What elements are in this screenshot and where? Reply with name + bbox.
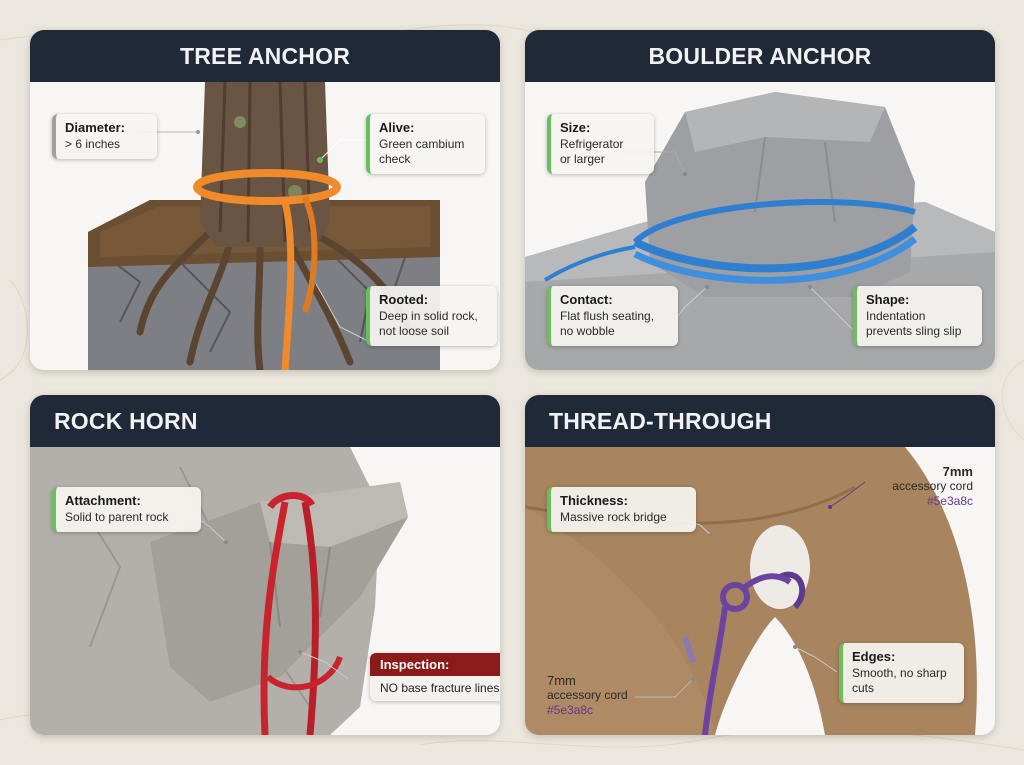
edges-callout-title: Edges: xyxy=(852,649,896,664)
rock-horn-title: ROCK HORN xyxy=(30,395,500,447)
alive-callout-title: Alive: xyxy=(379,120,415,135)
rooted-callout-title: Rooted: xyxy=(379,292,429,307)
thickness-callout-title: Thickness: xyxy=(560,493,628,508)
thread-through-title: THREAD-THROUGH xyxy=(525,395,995,447)
cord-top-size: 7mm xyxy=(942,464,973,479)
rooted-callout-body: Deep in solid rock, not loose soil xyxy=(379,309,478,338)
alive-callout-body: Green cambium check xyxy=(379,137,465,166)
shape-callout: Shape: Indentation prevents sling slip xyxy=(853,286,982,346)
thread-through-scene: Thickness: Massive rock bridge Edges: Sm… xyxy=(525,447,995,735)
contact-callout-body: Flat flush seating, no wobble xyxy=(560,309,655,338)
cord-bottom-desc: accessory cord xyxy=(547,688,628,702)
cord-label-bottom: 7mm accessory cord #5e3a8c xyxy=(547,673,657,718)
thread-through-panel: THREAD-THROUGH Thickne xyxy=(525,395,995,735)
inspection-callout: Inspection: NO base fracture lines xyxy=(370,653,500,701)
tree-anchor-panel: TREE ANCHOR xyxy=(30,30,500,370)
tree-anchor-title: TREE ANCHOR xyxy=(30,30,500,82)
attachment-callout-body: Solid to parent rock xyxy=(65,510,169,524)
boulder-anchor-panel: BOULDER ANCHOR Size: Refrigera xyxy=(525,30,995,370)
size-callout-body: Refrigerator or larger xyxy=(560,137,624,166)
cord-bottom-hex: #5e3a8c xyxy=(547,703,594,717)
shape-callout-body: Indentation prevents sling slip xyxy=(866,309,962,338)
diameter-callout-body: > 6 inches xyxy=(65,137,121,151)
alive-callout: Alive: Green cambium check xyxy=(366,114,485,174)
attachment-callout: Attachment: Solid to parent rock xyxy=(52,487,201,532)
rock-horn-panel: ROCK HORN Attachment: Solid to parent ro… xyxy=(30,395,500,735)
edges-callout-body: Smooth, no sharp cuts xyxy=(852,666,947,695)
contact-callout-title: Contact: xyxy=(560,292,613,307)
cord-top-hex: #5e3a8c xyxy=(926,494,973,508)
tree-anchor-scene: Diameter: > 6 inches Alive: Green cambiu… xyxy=(30,82,500,370)
edges-callout: Edges: Smooth, no sharp cuts xyxy=(839,643,964,703)
contact-callout: Contact: Flat flush seating, no wobble xyxy=(547,286,678,346)
size-callout: Size: Refrigerator or larger xyxy=(547,114,654,174)
thickness-callout-body: Massive rock bridge xyxy=(560,510,667,524)
diameter-callout: Diameter: > 6 inches xyxy=(52,114,157,159)
inspection-callout-body: NO base fracture lines xyxy=(380,681,500,695)
rooted-callout: Rooted: Deep in solid rock, not loose so… xyxy=(366,286,497,346)
boulder-anchor-scene: Size: Refrigerator or larger Contact: Fl… xyxy=(525,82,995,370)
cord-label-top: 7mm accessory cord #5e3a8c xyxy=(875,464,973,509)
attachment-callout-title: Attachment: xyxy=(65,493,141,508)
diameter-callout-title: Diameter: xyxy=(65,120,125,135)
shape-callout-title: Shape: xyxy=(866,292,910,307)
cord-bottom-size: 7mm xyxy=(547,673,576,688)
cord-top-desc: accessory cord xyxy=(892,479,973,493)
inspection-callout-title: Inspection: xyxy=(370,653,500,676)
boulder-anchor-title: BOULDER ANCHOR xyxy=(525,30,995,82)
rock-horn-scene: Attachment: Solid to parent rock Inspect… xyxy=(30,447,500,735)
size-callout-title: Size: xyxy=(560,120,591,135)
thickness-callout: Thickness: Massive rock bridge xyxy=(547,487,696,532)
